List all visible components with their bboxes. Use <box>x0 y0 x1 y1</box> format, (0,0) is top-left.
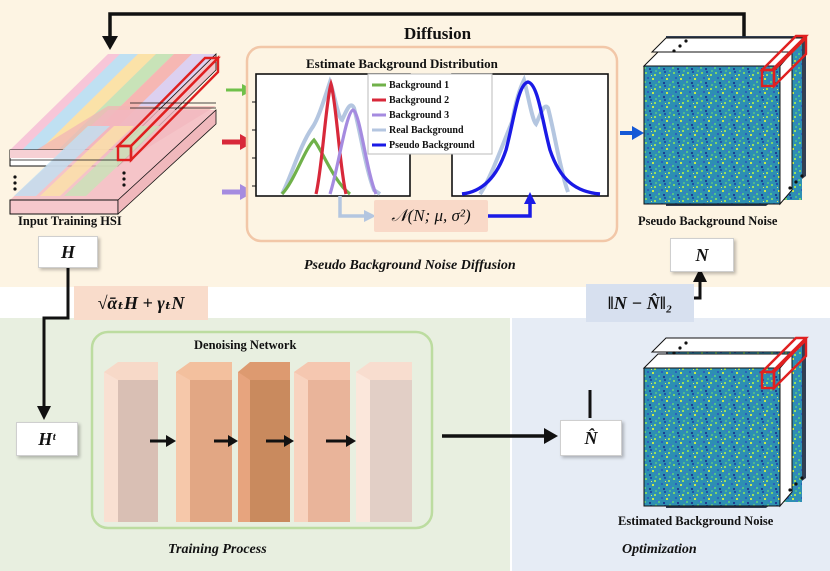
legend-label-3: Background 3 <box>389 110 449 121</box>
section-title-optimization: Optimization <box>622 542 697 557</box>
forward-formula-box: √ᾱₜH + γₜN <box>74 286 208 320</box>
arrow-H-to-Ht <box>37 266 70 420</box>
layer-2 <box>176 362 232 522</box>
input-hsi-cube <box>9 53 221 215</box>
section-title-training: Training Process <box>168 542 267 557</box>
layer-4 <box>294 362 350 522</box>
input-label: Input Training HSI <box>18 214 122 228</box>
legend-label-4: Real Background <box>389 125 464 136</box>
Nhat-symbol: N̂ <box>584 427 598 448</box>
loss-formula: ‖N − N̂‖₂ <box>607 292 673 313</box>
layer-1 <box>104 362 158 522</box>
H-symbol: H <box>60 241 75 262</box>
diffusion-title: Diffusion <box>404 24 472 43</box>
pseudo-noise-label: Pseudo Background Noise <box>638 214 778 228</box>
arrow-to-pseudo-noise <box>620 126 644 140</box>
N-box: N <box>670 238 734 272</box>
Nhat-box: N̂ <box>560 420 622 456</box>
layer-5 <box>356 362 412 522</box>
H-box: H <box>38 236 98 268</box>
forward-formula: √ᾱₜH + γₜN <box>97 292 185 313</box>
legend: Background 1 Background 2 Background 3 R… <box>367 73 493 155</box>
N-symbol: N <box>695 244 709 265</box>
estimated-noise-cube <box>642 336 809 508</box>
layer-3 <box>238 362 290 522</box>
feedback-loop-arrow <box>102 12 746 50</box>
legend-label-2: Background 2 <box>389 95 449 106</box>
normal-formula-box: 𝒩(N; μ, σ²) <box>374 200 488 232</box>
section-title-diffusion: Pseudo Background Noise Diffusion <box>304 258 516 273</box>
estimated-noise-label: Estimated Background Noise <box>618 514 774 528</box>
estimate-title: Estimate Background Distribution <box>306 56 498 71</box>
formula-connector <box>338 192 536 222</box>
legend-label-1: Background 1 <box>389 80 449 91</box>
loss-formula-box: ‖N − N̂‖₂ <box>586 284 694 322</box>
legend-label-5: Pseudo Background <box>389 140 475 151</box>
Ht-symbol: Hᵗ <box>38 428 56 449</box>
arrow-network-to-Nhat <box>442 428 558 444</box>
pseudo-noise-cube <box>642 34 809 206</box>
normal-formula: 𝒩(N; μ, σ²) <box>391 206 471 225</box>
network-layers <box>104 362 412 522</box>
Ht-box: Hᵗ <box>16 422 78 456</box>
denoising-label: Denoising Network <box>194 338 297 352</box>
